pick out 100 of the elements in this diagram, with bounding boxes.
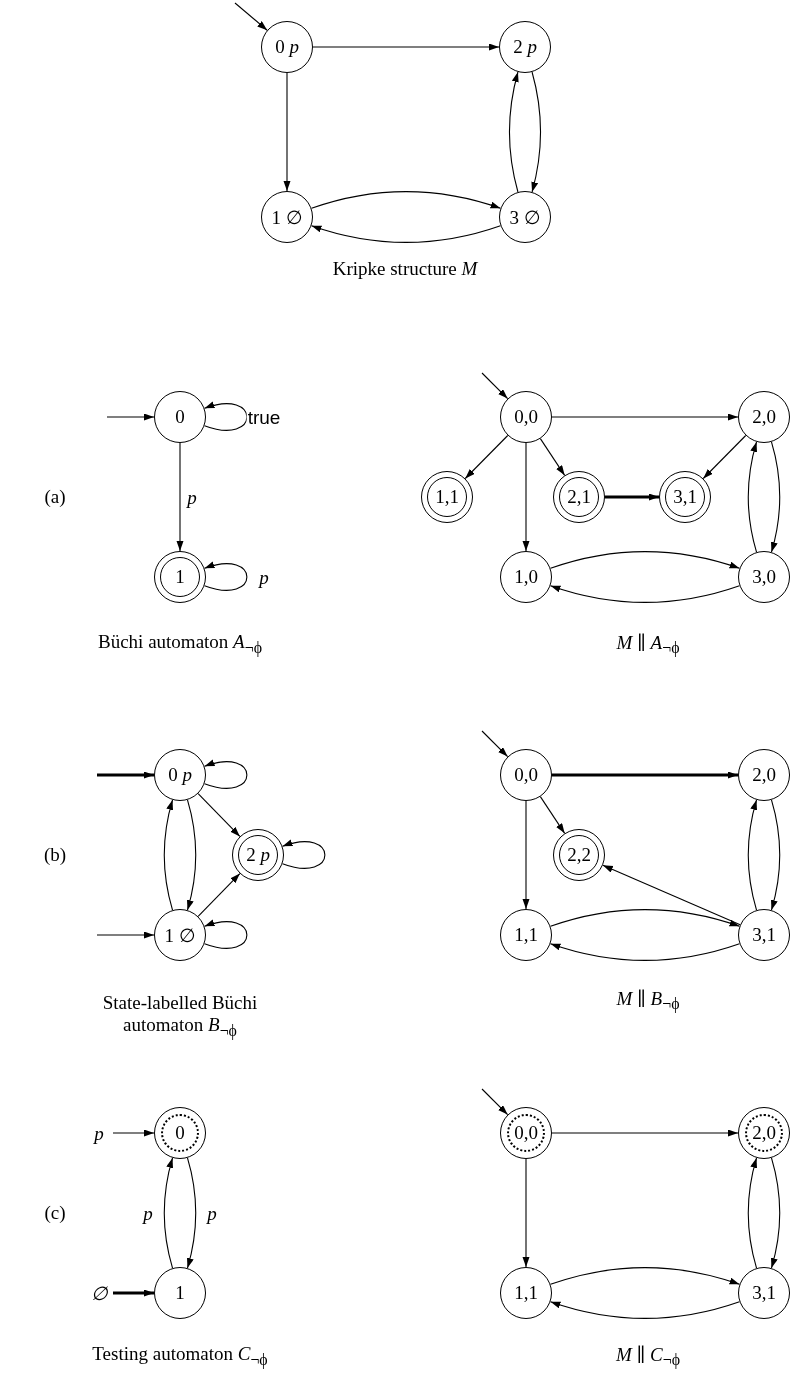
- arrow: [112, 1129, 155, 1137]
- state-label: 2 p: [513, 36, 537, 58]
- caption: State-labelled Büchi automaton B$_{¬ϕ}$: [101, 992, 259, 1040]
- state-circle: [738, 1267, 790, 1319]
- caption: M ∥ B$_{¬ϕ}$: [615, 986, 681, 1014]
- arrow: [283, 72, 291, 192]
- arrow: [106, 413, 155, 421]
- arrow: [551, 1129, 739, 1137]
- arrow: [770, 1157, 781, 1269]
- state-label: 2 p: [246, 844, 270, 866]
- arrow: [508, 71, 519, 193]
- state-circle: [500, 909, 552, 961]
- arrow: [770, 799, 781, 911]
- state-label: 1: [175, 1282, 185, 1304]
- caption: Testing automaton C$_{¬ϕ}$: [91, 1343, 269, 1369]
- state-circle: [232, 829, 284, 881]
- arrow: [549, 909, 741, 927]
- arrow: [203, 760, 248, 789]
- arrow: [281, 840, 326, 869]
- state-label: 2,2: [567, 844, 591, 866]
- arrow: [186, 799, 197, 911]
- state-circle: [738, 749, 790, 801]
- arrow: [552, 771, 738, 779]
- arrow: [539, 438, 566, 476]
- state-label: 0,0: [514, 406, 538, 428]
- caption: M ∥ A$_{¬ϕ}$: [615, 630, 681, 658]
- arrow: [312, 43, 500, 51]
- state-circle: [154, 909, 206, 961]
- state-label: 0: [175, 406, 185, 428]
- arrow: [186, 1157, 197, 1269]
- arrow: [522, 1158, 530, 1268]
- state-circle: [738, 909, 790, 961]
- state-label: 2,0: [752, 1122, 776, 1144]
- state-circle: [500, 391, 552, 443]
- arrow: [113, 1289, 154, 1297]
- state-label: 2,0: [752, 764, 776, 786]
- arrow: [197, 873, 241, 917]
- arrow: [203, 920, 248, 949]
- state-circle: [500, 1267, 552, 1319]
- edge-label: ∅: [89, 1283, 109, 1303]
- panel-label: (a): [43, 486, 67, 508]
- state-label: 1,1: [514, 1282, 538, 1304]
- arrow: [602, 864, 741, 926]
- state-label: 0: [175, 1122, 185, 1144]
- arrow: [176, 442, 184, 552]
- state-circle: [500, 551, 552, 603]
- state-circle: [659, 471, 711, 523]
- arrow: [481, 1088, 509, 1116]
- state-circle: [499, 191, 551, 243]
- arrow: [522, 442, 530, 552]
- state-label: 3 ∅: [509, 205, 541, 229]
- state-label: 2,0: [752, 406, 776, 428]
- arrow: [549, 1267, 741, 1285]
- state-circle: [154, 551, 206, 603]
- arrow: [747, 799, 758, 911]
- arrow: [605, 493, 659, 501]
- state-label: 1 ∅: [271, 205, 303, 229]
- arrow: [234, 2, 268, 31]
- state-label: 1,1: [435, 486, 459, 508]
- state-circle: [261, 21, 313, 73]
- state-circle: [738, 551, 790, 603]
- arrow: [549, 551, 741, 569]
- arrow: [481, 372, 509, 400]
- state-circle: [154, 1107, 206, 1159]
- arrow: [549, 1301, 741, 1319]
- state-circle: [421, 471, 473, 523]
- state-label: 0 p: [168, 764, 192, 786]
- arrow: [96, 931, 155, 939]
- state-label: 0 p: [275, 36, 299, 58]
- caption: Büchi automaton A$_{¬ϕ}$: [97, 631, 263, 657]
- state-circle: [500, 749, 552, 801]
- arrow: [539, 796, 566, 834]
- state-label: 1,0: [514, 566, 538, 588]
- arrow: [770, 441, 781, 553]
- state-circle: [500, 1107, 552, 1159]
- state-label: 0,0: [514, 764, 538, 786]
- arrow: [747, 1157, 758, 1269]
- arrow: [163, 1157, 174, 1269]
- arrow: [97, 771, 154, 779]
- state-circle: [499, 21, 551, 73]
- arrow: [464, 434, 509, 480]
- arrow: [549, 585, 741, 603]
- state-label: 1: [175, 566, 185, 588]
- state-circle: [154, 391, 206, 443]
- state-label: 3,1: [673, 486, 697, 508]
- state-label: 1 ∅: [164, 923, 196, 947]
- caption: Kripke structure M: [331, 258, 479, 280]
- arrow: [522, 800, 530, 910]
- state-label: 3,1: [752, 1282, 776, 1304]
- panel-label: (b): [42, 844, 68, 866]
- arrow: [702, 434, 747, 480]
- arrow: [310, 225, 502, 243]
- arrow: [197, 793, 241, 837]
- state-label: 3,1: [752, 924, 776, 946]
- arrow: [481, 730, 509, 758]
- state-circle: [738, 1107, 790, 1159]
- arrow: [203, 562, 248, 591]
- panel-label: (c): [43, 1202, 67, 1224]
- arrow: [203, 402, 248, 431]
- arrow: [310, 191, 502, 209]
